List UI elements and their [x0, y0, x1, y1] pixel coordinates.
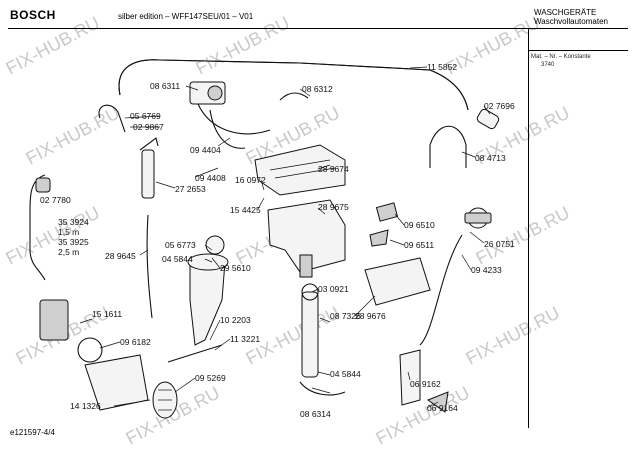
part-label[interactable]: 29 5610 [220, 263, 251, 273]
vent-pipe-drawing [141, 149, 155, 199]
housing-rib-drawing [274, 167, 336, 179]
part-label[interactable]: 15 4425 [230, 205, 261, 215]
watermark-text: FIX-HUB.RU [372, 383, 472, 449]
part-label[interactable]: 03 0921 [318, 284, 349, 294]
inlet-hose-drawing [197, 103, 271, 135]
part-label[interactable]: 35 3924 [58, 217, 89, 227]
part-label[interactable]: 04 5844 [330, 369, 361, 379]
watermark-text: FIX-HUB.RU [192, 13, 292, 79]
lever-part-drawing [375, 202, 399, 222]
float-ball-drawing [205, 235, 225, 255]
watermark-text: FIX-HUB.RU [472, 203, 572, 269]
mat-box-border [528, 28, 529, 428]
part-label[interactable]: 09 6182 [120, 337, 151, 347]
part-label[interactable]: 08 4713 [475, 153, 506, 163]
part-label[interactable]: 09 5269 [195, 373, 226, 383]
brand-logo: BOSCH [10, 8, 56, 22]
header-divider [8, 28, 628, 29]
dispenser-tray-drawing [267, 199, 346, 273]
drain-hose-drawing [118, 59, 469, 111]
part-label[interactable]: 08 6311 [150, 81, 181, 91]
pressure-tube-drawing [419, 234, 463, 346]
vertical-hose-drawing [301, 291, 319, 378]
hose-end-drawing [476, 108, 500, 130]
part-label[interactable]: 1,5 m [58, 227, 80, 237]
part-label[interactable]: 14 1326 [70, 401, 101, 411]
inlet-hose-drawing [209, 109, 246, 149]
hose-coupling-drawing [35, 177, 51, 193]
watermark-text: FIX-HUB.RU [2, 13, 102, 79]
hose-clamp-drawing [301, 283, 319, 301]
part-label[interactable]: 09 4404 [190, 145, 221, 155]
part-label[interactable]: 16 0972 [235, 175, 266, 185]
part-label[interactable]: 09 4408 [195, 173, 226, 183]
part-label[interactable]: 06 9162 [410, 379, 441, 389]
part-label[interactable]: 27 2653 [175, 184, 206, 194]
leader-lines [79, 66, 491, 409]
valve-coil-drawing [207, 85, 223, 101]
category-title: WASCHGERÄTE [534, 8, 597, 17]
hose-bracket-drawing [429, 125, 467, 168]
gasket-ring-drawing [77, 337, 103, 363]
mat-label: Mat. – Nr. – Konstante [531, 54, 591, 60]
elbow-hose-drawing [299, 381, 346, 396]
housing-rib-drawing [269, 159, 331, 171]
part-label[interactable]: 11 3221 [230, 334, 261, 344]
part-label[interactable]: 2,5 m [58, 247, 80, 257]
part-label[interactable]: 35 3925 [58, 237, 89, 247]
part-label[interactable]: 06 9164 [427, 403, 458, 413]
part-label[interactable]: 05 6773 [165, 240, 196, 250]
part-label[interactable]: 08 7326 [330, 311, 361, 321]
elbow-drawing [98, 104, 126, 133]
vent-pipe-head-drawing [139, 137, 159, 151]
rod-drawing [167, 344, 223, 363]
part-label[interactable]: 08 6314 [300, 409, 331, 419]
document-id: e121597-4/4 [10, 428, 55, 437]
part-label[interactable]: 09 6510 [404, 220, 435, 230]
watermark-text: FIX-HUB.RU [22, 103, 122, 169]
watermark-text: FIX-HUB.RU [2, 203, 102, 269]
small-hose-drawing [279, 92, 309, 101]
part-label[interactable]: 04 5844 [162, 254, 193, 264]
watermark-text: FIX-HUB.RU [462, 303, 562, 369]
mat-box-divider [528, 50, 628, 51]
bellows-hose-drawing [189, 261, 226, 346]
category-subtitle: Waschvollautomaten [534, 17, 608, 26]
part-label[interactable]: 26 0751 [484, 239, 515, 249]
inlet-hose-coil-drawing [29, 174, 46, 281]
part-label[interactable]: 09 6511 [404, 240, 435, 250]
mount-bracket-drawing [399, 349, 421, 406]
part-label[interactable]: 02 7780 [40, 195, 71, 205]
dispenser-housing-drawing [254, 144, 346, 196]
detergent-drawer-drawing [364, 257, 431, 306]
model-line: silber edition – WFF147SEU/01 – V01 [118, 12, 254, 21]
tray-outlet-drawing [299, 254, 313, 278]
pump-motor-drawing [39, 299, 69, 341]
part-label[interactable]: 09 4233 [471, 265, 502, 275]
part-label[interactable]: 11 5852 [427, 62, 458, 72]
part-label[interactable]: 15 1611 [92, 309, 123, 319]
part-label[interactable]: 28 9674 [318, 164, 349, 174]
part-label[interactable]: 08 6312 [302, 84, 333, 94]
part-label[interactable]: 28 9676 [355, 311, 386, 321]
mat-value: 3740 [541, 62, 555, 68]
part-label[interactable]: 05 6769 [130, 111, 161, 121]
pressure-switch-body-drawing [464, 212, 492, 224]
lever-part-drawing [369, 229, 389, 247]
drain-pipe-drawing [146, 214, 153, 319]
part-label[interactable]: 02 7696 [484, 101, 515, 111]
part-label[interactable]: 02 9867 [133, 122, 164, 132]
part-label[interactable]: 10 2203 [220, 315, 251, 325]
part-label[interactable]: 28 9675 [318, 202, 349, 212]
part-label[interactable]: 28 9645 [105, 251, 136, 261]
